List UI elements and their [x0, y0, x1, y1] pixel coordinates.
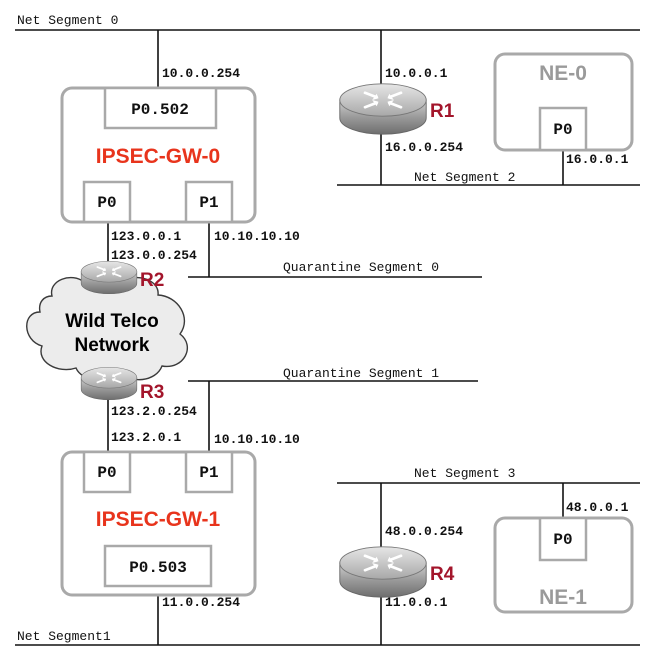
router-r2: R2	[80, 260, 164, 295]
cloud-label-line2: Network	[75, 335, 150, 356]
gw0-port-p1-label: P1	[199, 194, 218, 212]
gw1-port-p1-label: P1	[199, 464, 218, 482]
addr-gw1-p0: 123.2.0.1	[111, 430, 181, 445]
cloud-label-line1: Wild Telco	[65, 311, 158, 332]
ipsec-gw-0: P0.502 IPSEC-GW-0 P0 P1	[60, 86, 257, 224]
router-r4: R4	[338, 545, 455, 599]
addr-gw0-p0: 123.0.0.1	[111, 229, 181, 244]
addr-ne0-port: 16.0.0.1	[566, 152, 629, 167]
gw0-port-p0-502	[103, 86, 218, 130]
router-r1-label: R1	[430, 101, 455, 122]
gw1-port-p0	[82, 450, 132, 494]
wild-telco-cloud: Wild Telco Network	[26, 270, 189, 381]
ne1-name: NE-1	[539, 586, 587, 609]
gw0-name: IPSEC-GW-0	[96, 145, 220, 168]
gw1-port-p0-503-label: P0.503	[129, 559, 187, 577]
ne-1: P0 NE-1	[493, 516, 634, 614]
ne1-port-p0	[538, 516, 588, 562]
net-segment-2-label: Net Segment 2	[414, 170, 515, 185]
ipsec-gw-1: P0 P1 IPSEC-GW-1 P0.503	[60, 450, 257, 597]
router-r4-icon	[338, 545, 428, 599]
router-r1: R1	[338, 82, 455, 136]
net-segment-0-label: Net Segment 0	[17, 13, 118, 28]
gw0-port-p0	[82, 180, 132, 224]
ne0-port-p0	[538, 106, 588, 152]
addr-gw0-top: 10.0.0.254	[162, 66, 240, 81]
router-r1-icon	[338, 82, 428, 136]
ne0-name: NE-0	[539, 62, 587, 85]
addr-gw0-p1: 10.10.10.10	[214, 229, 300, 244]
gw1-port-p0-503	[103, 544, 213, 588]
gw1-name: IPSEC-GW-1	[96, 508, 221, 531]
router-r3-label: R3	[140, 382, 164, 403]
gw0-port-p0-label: P0	[97, 194, 116, 212]
gw1-port-p0-label: P0	[97, 464, 116, 482]
address-labels: 10.0.0.254 10.0.0.1 16.0.0.254 16.0.0.1 …	[111, 66, 629, 610]
addr-ne1-port: 48.0.0.1	[566, 500, 629, 515]
router-r3-icon	[80, 366, 138, 401]
gw0-port-p0-502-label: P0.502	[131, 101, 189, 119]
addr-r1-top: 10.0.0.1	[385, 66, 448, 81]
router-r2-icon	[80, 260, 138, 295]
ne1-port-p0-label: P0	[553, 531, 572, 549]
addr-gw1-p1: 10.10.10.10	[214, 432, 300, 447]
router-r4-label: R4	[430, 564, 455, 585]
addr-r1-bottom: 16.0.0.254	[385, 140, 463, 155]
net-segment-1-label: Net Segment1	[17, 629, 111, 644]
links	[15, 29, 640, 646]
router-r3: R3	[80, 366, 164, 403]
addr-gw1-bottom: 11.0.0.254	[162, 595, 240, 610]
gw1-port-p1	[184, 450, 234, 494]
ne-0: NE-0 P0	[493, 52, 634, 152]
quarantine-segment-0-label: Quarantine Segment 0	[283, 260, 439, 275]
net-segment-3-label: Net Segment 3	[414, 466, 515, 481]
addr-r2: 123.0.0.254	[111, 248, 197, 263]
addr-r4-top: 48.0.0.254	[385, 524, 463, 539]
addr-r3: 123.2.0.254	[111, 404, 197, 419]
gw0-port-p1	[184, 180, 234, 224]
addr-r4-bottom: 11.0.0.1	[385, 595, 448, 610]
router-r2-label: R2	[140, 270, 164, 291]
quarantine-segment-1-label: Quarantine Segment 1	[283, 366, 439, 381]
ne0-port-p0-label: P0	[553, 121, 572, 139]
